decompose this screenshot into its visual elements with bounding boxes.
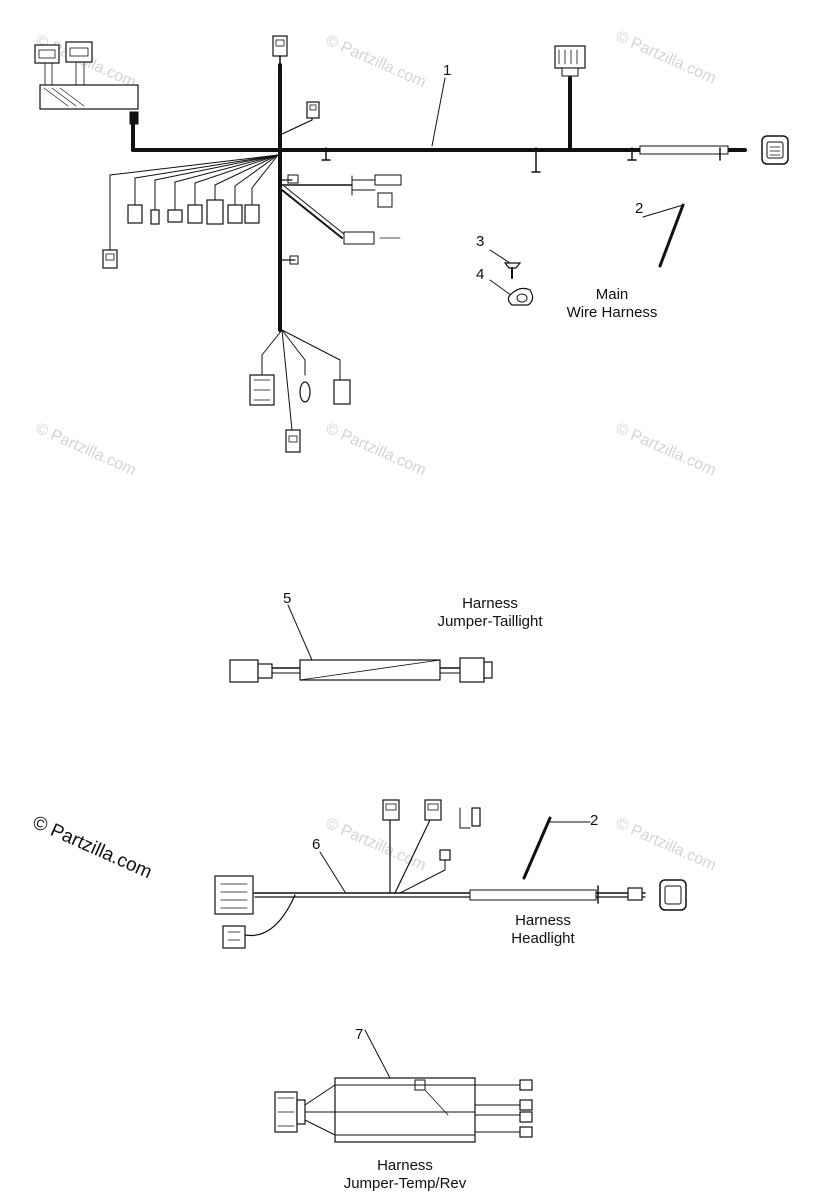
callout-7: 7 [355,1026,364,1043]
callout-3: 3 [476,233,485,250]
screw-3 [489,249,522,279]
caption-line: Harness [462,595,518,612]
headlight-harness [214,799,687,949]
callout-1: 1 [443,62,452,79]
harness-sleeve-2-lower [522,816,591,880]
caption-taillight-jumper: Harness Jumper-Taillight [420,595,560,631]
caption-main-wire-harness: Main Wire Harness [552,286,672,322]
caption-line: Harness [377,1157,433,1174]
callout-2-lower: 2 [590,812,599,829]
callout-2: 2 [635,200,644,217]
caption-line: Wire Harness [566,304,658,321]
caption-line: Jumper-Taillight [437,613,543,630]
taillight-jumper-harness [229,604,493,683]
temp-rev-jumper-harness [274,1029,533,1143]
callout-6: 6 [312,836,321,853]
clip-4 [489,279,534,306]
caption-line: Main [595,286,629,303]
callout-5: 5 [283,590,292,607]
caption-headlight-harness: Harness Headlight [488,912,598,948]
main-wire-harness [34,35,789,453]
caption-line: Jumper-Temp/Rev [343,1175,467,1192]
harness-sleeve-2 [642,203,685,268]
caption-line: Harness [515,912,571,929]
caption-line: Headlight [511,930,575,947]
callout-4: 4 [476,266,485,283]
caption-temp-rev-jumper: Harness Jumper-Temp/Rev [335,1157,475,1193]
